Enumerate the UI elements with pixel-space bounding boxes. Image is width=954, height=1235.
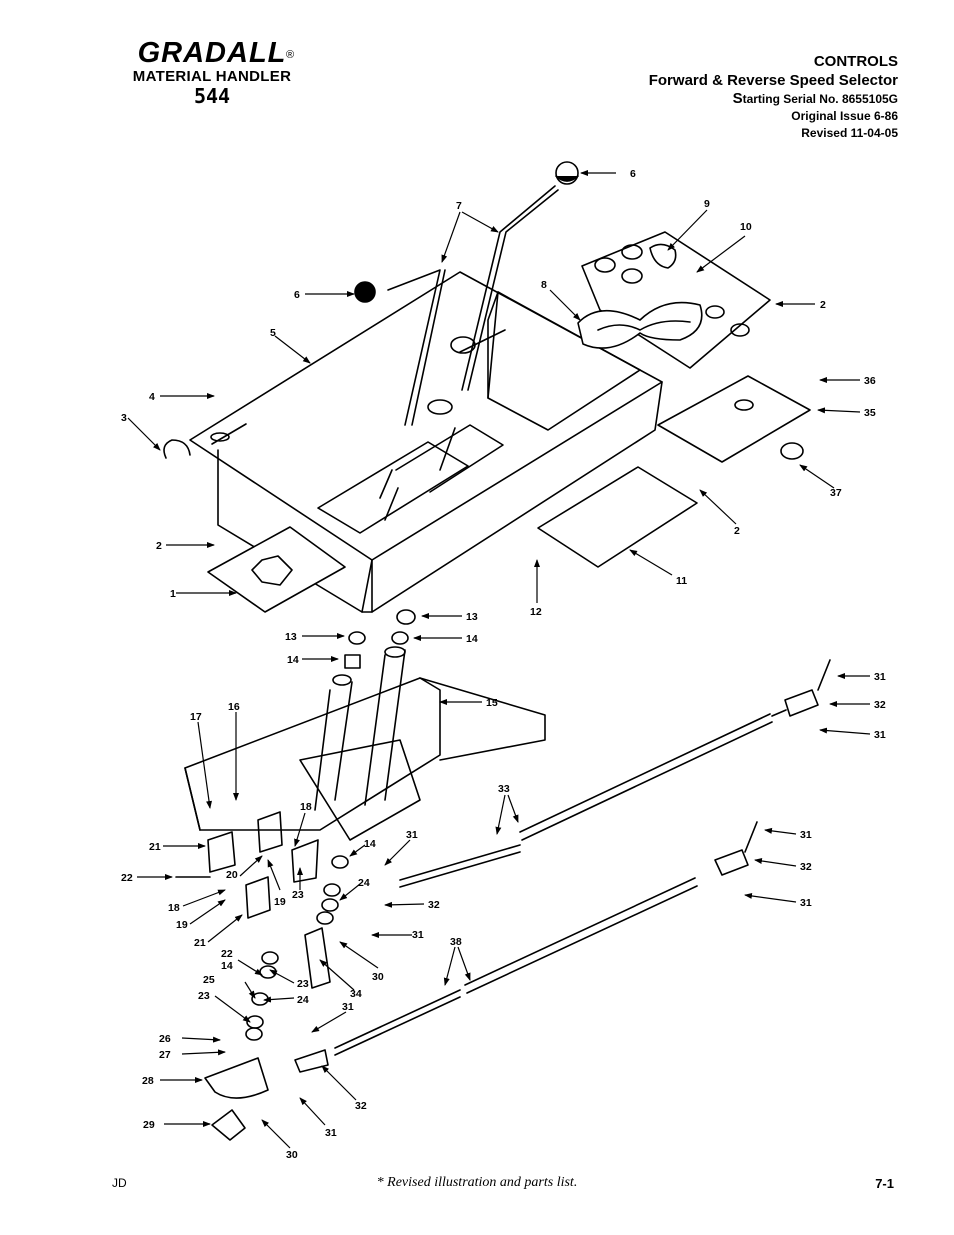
gear-selector-plate — [577, 301, 703, 349]
callout-13-right: 13 — [466, 611, 478, 623]
callout-20: 20 — [226, 869, 238, 881]
callout-11: 11 — [676, 575, 687, 587]
callout-31-d: 31 — [412, 929, 424, 941]
brand-name: GRADALL® — [137, 37, 296, 69]
registered-mark: ® — [286, 49, 296, 61]
callout-31-f: 31 — [325, 1127, 337, 1139]
callout-21-upper: 21 — [149, 841, 161, 853]
callout-14-left: 14 — [287, 654, 299, 666]
callout-4: 4 — [149, 391, 155, 403]
callout-34: 34 — [350, 988, 362, 1000]
drawing-linework — [163, 161, 831, 1141]
callout-10: 10 — [740, 221, 752, 233]
callout-23-lower: 23 — [198, 990, 210, 1002]
callout-25: 25 — [203, 974, 215, 986]
callout-38: 38 — [450, 936, 462, 948]
original-issue: Original Issue 6-86 — [791, 109, 898, 123]
callout-36: 36 — [864, 375, 876, 387]
callout-6-upper: 6 — [630, 168, 636, 180]
callout-9: 9 — [704, 198, 710, 210]
callout-23-upper: 23 — [292, 889, 304, 901]
callout-31-a: 31 — [874, 671, 886, 683]
callout-2-right: 2 — [734, 525, 740, 537]
grommet — [780, 442, 804, 460]
callout-32-b: 32 — [428, 899, 440, 911]
callout-37: 37 — [830, 487, 842, 499]
brand-model: 544 — [193, 84, 231, 108]
callout-33: 33 — [498, 783, 510, 795]
callout-14-lower: 14 — [221, 960, 233, 972]
callout-13-left: 13 — [285, 631, 297, 643]
callout-18-lower: 18 — [168, 902, 180, 914]
callout-12: 12 — [530, 606, 542, 618]
revised-date: Revised 11-04-05 — [801, 126, 898, 140]
cover-plate-right-upper — [581, 231, 771, 369]
control-cable-lower — [294, 821, 758, 1073]
callout-5: 5 — [270, 327, 276, 339]
callout-23-middle: 23 — [297, 978, 309, 990]
callout-19-right: 19 — [274, 896, 286, 908]
lever-bracket — [184, 646, 546, 989]
callout-22-upper: 22 — [121, 872, 133, 884]
callout-31-e: 31 — [342, 1001, 354, 1013]
callout-29: 29 — [143, 1119, 155, 1131]
brand-logo: GRADALL® MATERIAL HANDLER 544 — [112, 38, 312, 107]
callout-35: 35 — [864, 407, 876, 419]
washer-stack — [344, 609, 416, 669]
shift-lever-left — [354, 269, 446, 426]
callout-14-right: 14 — [466, 633, 478, 645]
callout-21-lower: 21 — [194, 937, 206, 949]
callout-24-upper: 24 — [358, 877, 370, 889]
callout-16: 16 — [228, 701, 240, 713]
control-cable-upper — [399, 659, 831, 888]
callout-31-h: 31 — [800, 897, 812, 909]
callout-24-lower: 24 — [297, 994, 309, 1006]
serial-line: Starting Serial No. 8655105G — [732, 90, 898, 107]
cover-plate-right-middle — [657, 375, 811, 463]
shift-lever-right — [461, 161, 579, 391]
callout-14-mid: 14 — [364, 838, 376, 850]
footer-note: * Revised illustration and parts list. — [376, 1175, 578, 1190]
callout-1: 1 — [170, 588, 176, 600]
console-housing — [189, 271, 663, 613]
callout-19-left: 19 — [176, 919, 188, 931]
selector-segment — [204, 1057, 269, 1141]
callout-7: 7 — [456, 200, 462, 212]
callout-32-d: 32 — [800, 861, 812, 873]
page-header: CONTROLS Forward & Reverse Speed Selecto… — [649, 53, 898, 142]
cover-plate-left — [207, 526, 346, 613]
callout-labels: 6 7 9 10 8 6 2 5 36 35 4 3 37 2 2 12 11 … — [121, 168, 886, 1161]
callout-17: 17 — [190, 711, 202, 723]
page-number: 7-1 — [875, 1176, 894, 1191]
callout-31-c: 31 — [406, 829, 418, 841]
callout-31-g: 31 — [800, 829, 812, 841]
callout-31-b: 31 — [874, 729, 886, 741]
page-title: Forward & Reverse Speed Selector — [648, 72, 898, 89]
callout-3: 3 — [121, 412, 127, 424]
callout-2-upper-right: 2 — [820, 299, 826, 311]
cover-plate-right-lower — [537, 466, 698, 568]
callout-30-lower: 30 — [286, 1149, 298, 1161]
clip — [163, 439, 191, 459]
callout-32-c: 32 — [355, 1100, 367, 1112]
callout-8: 8 — [541, 279, 547, 291]
callout-22-lower: 22 — [221, 948, 233, 960]
leader-arrows — [127, 170, 871, 1149]
callout-6-lower: 6 — [294, 289, 300, 301]
callout-15: 15 — [486, 697, 498, 709]
callout-18-upper: 18 — [300, 801, 312, 813]
footer-code: JD — [112, 1176, 127, 1190]
callout-28: 28 — [142, 1075, 154, 1087]
callout-30-upper: 30 — [372, 971, 384, 983]
callout-27: 27 — [159, 1049, 171, 1061]
callout-26: 26 — [159, 1033, 171, 1045]
callout-32-a: 32 — [874, 699, 886, 711]
section-title: CONTROLS — [813, 53, 898, 70]
brand-subtitle: MATERIAL HANDLER — [132, 68, 292, 85]
callout-2-left: 2 — [156, 540, 162, 552]
